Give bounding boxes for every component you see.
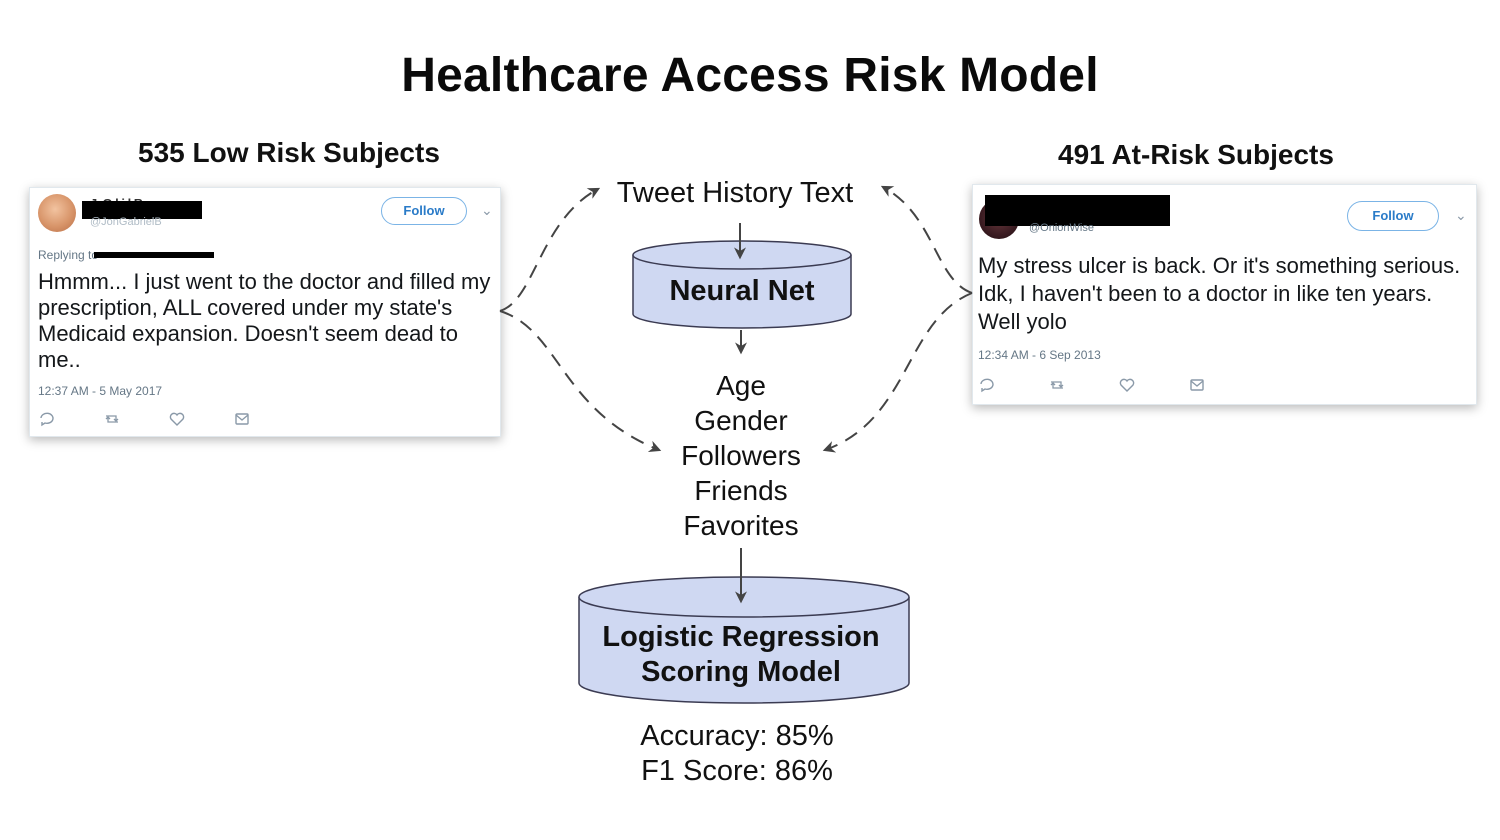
neural-net-label: Neural Net <box>669 275 815 307</box>
tweet-timestamp[interactable]: 12:37 AM - 5 May 2017 <box>38 384 163 398</box>
low-risk-label: 535 Low Risk Subjects <box>138 137 440 168</box>
feature-followers: Followers <box>681 440 801 471</box>
redaction-bar <box>985 195 1170 226</box>
retweet-icon[interactable] <box>1048 376 1066 394</box>
reply-icon[interactable] <box>38 410 56 428</box>
model-label-line2: Scoring Model <box>641 656 841 688</box>
chevron-down-icon[interactable]: ⌄ <box>1455 207 1467 223</box>
dashed-arrow-right-to-features <box>822 292 973 453</box>
dm-icon[interactable] <box>1188 376 1206 394</box>
like-icon[interactable] <box>168 410 186 428</box>
redaction-bar <box>94 252 214 258</box>
user-handle-fragment: @JonGabrielB <box>90 216 162 228</box>
at-risk-tweet-card: @OnionWise Follow ⌄ My stress ulcer is b… <box>972 184 1477 405</box>
reply-icon[interactable] <box>978 376 996 394</box>
tweet-text: My stress ulcer is back. Or it's somethi… <box>978 253 1461 334</box>
feature-favorites: Favorites <box>683 510 799 541</box>
follow-button[interactable]: Follow <box>381 197 467 225</box>
like-icon[interactable] <box>1118 376 1136 394</box>
page-title: Healthcare Access Risk Model <box>401 49 1099 102</box>
retweet-icon[interactable] <box>103 410 121 428</box>
replying-to-label: Replying to <box>38 248 99 262</box>
user-handle-fragment: @OnionWise <box>1029 222 1094 234</box>
redaction-bar <box>82 201 202 219</box>
avatar[interactable] <box>38 194 76 232</box>
follow-button[interactable]: Follow <box>1347 201 1439 231</box>
dm-icon[interactable] <box>233 410 251 428</box>
feature-friends: Friends <box>694 475 788 506</box>
accuracy-metric: Accuracy: 85% <box>640 720 834 752</box>
model-label-line1: Logistic Regression <box>602 621 880 653</box>
tweet-timestamp[interactable]: 12:34 AM - 6 Sep 2013 <box>978 348 1101 362</box>
low-risk-tweet-card: J G l i l B @JonGabrielB Follow ⌄ Replyi… <box>29 187 501 437</box>
feature-age: Age <box>716 370 766 401</box>
tweet-history-text-node: Tweet History Text <box>616 177 854 209</box>
feature-gender: Gender <box>694 405 788 436</box>
tweet-text: Hmmm... I just went to the doctor and fi… <box>38 269 491 372</box>
f1-metric: F1 Score: 86% <box>641 755 833 787</box>
replying-to-line: Replying to <box>38 248 98 262</box>
dashed-arrow-left-to-text <box>499 187 601 312</box>
chevron-down-icon[interactable]: ⌄ <box>481 202 493 218</box>
dashed-arrow-right-to-text <box>880 185 973 294</box>
at-risk-label: 491 At-Risk Subjects <box>1058 139 1334 170</box>
